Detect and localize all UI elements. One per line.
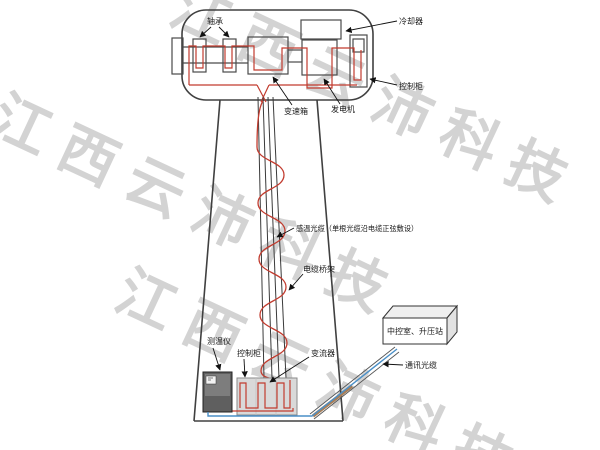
- comm-conduit-tan: [311, 384, 354, 418]
- nacelle-shell: [181, 9, 374, 101]
- sensing-cable-nacelle-exit: [256, 84, 270, 103]
- label-tower-cabinet: 控制柜: [237, 348, 261, 358]
- leader-sensing-cable: [276, 227, 295, 238]
- cooler-box: [300, 19, 342, 40]
- bearing-front: [192, 38, 207, 73]
- converter-seams: [255, 378, 277, 415]
- control-room-box: [381, 304, 459, 346]
- leader-tower-cabinet: [241, 358, 248, 378]
- label-control-room: 中控室、升压站: [387, 326, 443, 336]
- label-generator: 发电机: [331, 104, 355, 114]
- label-thermometer: 测温仪: [207, 337, 231, 346]
- main-shaft: [183, 46, 248, 64]
- label-comm-cable: 通讯光缆: [405, 360, 437, 370]
- rotor-hub: [171, 37, 184, 75]
- label-bearing: 轴承: [207, 16, 223, 26]
- tower-cable-1: [257, 96, 265, 379]
- sensing-cable-sine: [256, 100, 291, 381]
- coupling: [287, 49, 303, 63]
- leader-bearing-front: [199, 26, 212, 38]
- thermometer-screen-text: [208, 377, 213, 381]
- tower-cable-4: [272, 96, 287, 379]
- nacelle-control-cabinet: [349, 34, 368, 88]
- label-nacelle-cabinet: 控制柜: [399, 81, 423, 91]
- leader-generator: [323, 78, 341, 105]
- sensing-cable-nacelle-weave: [188, 45, 362, 89]
- label-gearbox: 变速箱: [284, 106, 308, 116]
- label-cable-tray: 电缆桥架: [303, 264, 335, 274]
- label-cooler: 冷却器: [399, 16, 423, 26]
- leader-converter: [269, 356, 310, 383]
- converter-box: [236, 377, 298, 416]
- cabinet-window: [352, 38, 365, 53]
- leader-bearing-rear: [218, 26, 230, 38]
- control-room-front-face: [382, 317, 448, 345]
- leader-cable-tray: [288, 273, 304, 291]
- leader-cooler: [345, 20, 398, 34]
- leader-thermometer: [212, 347, 222, 371]
- tower-outline: [193, 99, 344, 422]
- label-sensing-cable: 感温光缆（单根光缆沿电缆正弦敷设）: [296, 224, 418, 233]
- generator-box: [301, 39, 338, 76]
- sensing-cable-converter-weave: [214, 380, 294, 412]
- bearing-rear: [222, 38, 237, 73]
- comm-cable-blue: [207, 348, 398, 417]
- control-room-top-face: [381, 305, 459, 319]
- label-converter: 变流器: [311, 348, 335, 358]
- leader-nacelle-cabinet: [369, 77, 398, 86]
- tower-cable-2: [262, 96, 273, 379]
- tower-cable-3: [267, 96, 280, 379]
- leader-gearbox: [272, 76, 293, 106]
- leader-comm-cable: [382, 361, 404, 368]
